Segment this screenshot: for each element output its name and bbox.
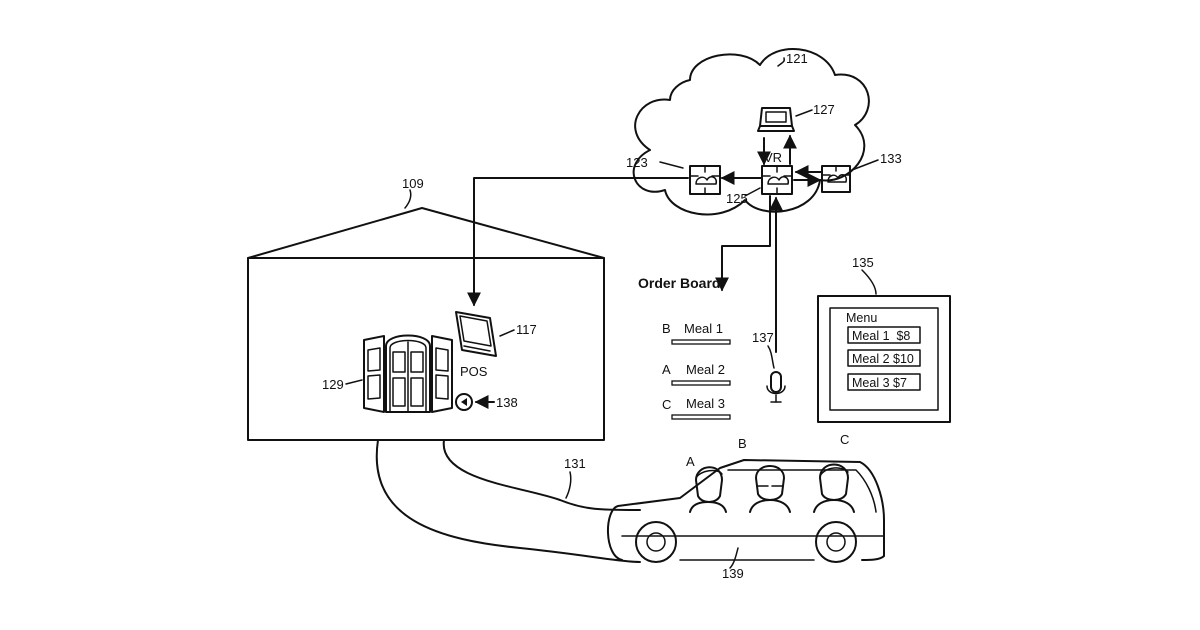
- pos-label: POS: [460, 364, 488, 379]
- order-row-1: B Meal 1: [662, 321, 730, 344]
- connection-cable-inner: [444, 440, 640, 510]
- server-ref: 127: [813, 102, 835, 117]
- vr-label: VR: [764, 150, 782, 165]
- display-ref-leader: [862, 270, 876, 294]
- display-ref: 135: [852, 255, 874, 270]
- passenger-c-icon: [814, 465, 854, 513]
- cloud-network: [634, 49, 869, 214]
- pos-ref: 117: [516, 322, 537, 337]
- microphone-ref-leader: [768, 346, 774, 368]
- order-meal: Meal 3: [686, 396, 725, 411]
- menu-item: Meal 1 $8: [848, 327, 920, 343]
- microphone-icon: [767, 372, 785, 402]
- pos-terminal-icon: [456, 312, 496, 356]
- cloud-ref-leader: [778, 58, 784, 66]
- menu-item: Meal 3 $7: [848, 374, 920, 390]
- restaurant-ref: 109: [402, 176, 424, 191]
- right-router-ref: 133: [880, 151, 902, 166]
- left-router-ref-leader: [660, 162, 683, 168]
- left-router-ref: 123: [626, 155, 648, 170]
- order-row-2: A Meal 2: [662, 362, 730, 385]
- restaurant-ref-leader: [405, 190, 411, 208]
- cloud-ref: 121: [786, 51, 808, 66]
- order-meal: Meal 2: [686, 362, 725, 377]
- right-router-ref-leader: [852, 160, 878, 170]
- speaker-ref: 138: [496, 395, 518, 410]
- window-ref: 129: [322, 377, 344, 392]
- svg-text:Meal 1 $8: Meal 1 $8: [852, 329, 910, 343]
- drive-thru-window: [364, 336, 452, 413]
- center-router-icon: [762, 166, 792, 194]
- speaker-icon: [456, 394, 472, 410]
- menu-item: Meal 2 $10: [848, 350, 920, 366]
- vehicle: [608, 460, 884, 562]
- svg-text:Meal 3 $7: Meal 3 $7: [852, 376, 907, 390]
- passenger-b-icon: [750, 466, 790, 512]
- passenger-label: A: [686, 454, 695, 469]
- server-icon: [758, 108, 794, 131]
- menu-title: Menu: [846, 311, 877, 325]
- microphone-ref: 137: [752, 330, 774, 345]
- order-letter: C: [662, 397, 671, 412]
- order-meal: Meal 1: [684, 321, 723, 336]
- svg-text:Meal 2 $10: Meal 2 $10: [852, 352, 914, 366]
- center-router-ref: 125: [726, 191, 748, 206]
- server-ref-leader: [796, 110, 812, 116]
- left-router-icon: [690, 166, 720, 194]
- vehicle-ref: 139: [722, 566, 744, 581]
- window-ref-leader: [346, 380, 362, 384]
- order-board-title: Order Board: [638, 275, 720, 291]
- passenger-label: C: [840, 432, 849, 447]
- connection-ref-leader: [566, 472, 571, 498]
- passenger-label: B: [738, 436, 747, 451]
- order-row-3: C Meal 3: [662, 396, 730, 419]
- pos-ref-leader: [500, 330, 514, 336]
- connection-ref: 131: [564, 456, 586, 471]
- passenger-a-icon: [690, 467, 726, 512]
- order-letter: A: [662, 362, 671, 377]
- connection-cable-outer: [377, 440, 640, 562]
- order-letter: B: [662, 321, 671, 336]
- vehicle-ref-leader: [730, 548, 738, 568]
